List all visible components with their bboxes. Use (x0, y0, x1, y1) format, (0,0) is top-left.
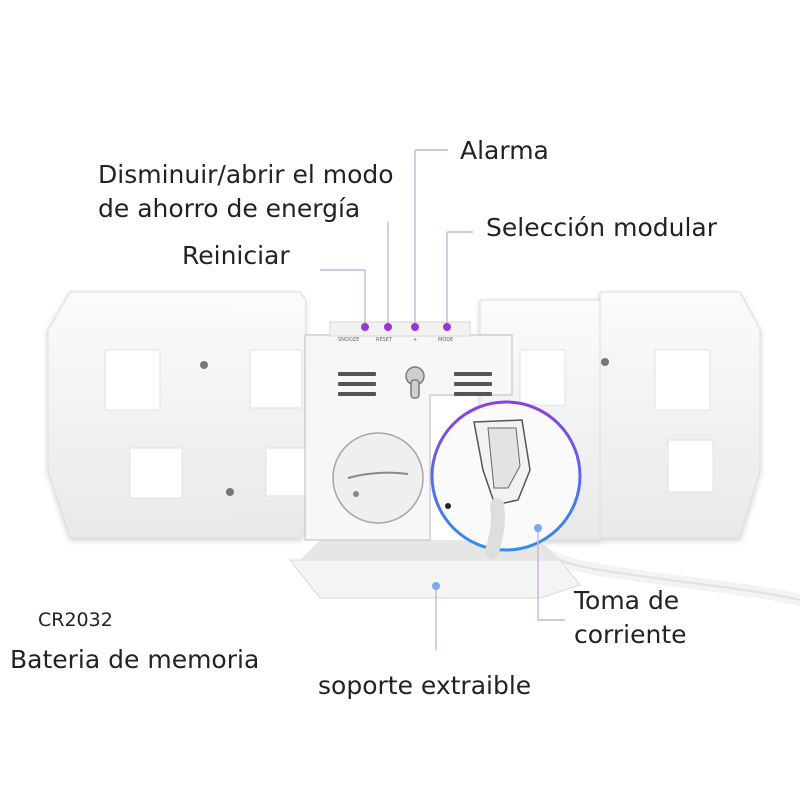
label-alarm: Alarma (460, 136, 549, 165)
energy-button-dot (384, 323, 392, 331)
keyhole-icon (405, 366, 425, 399)
button-strip-text: SNOOZE RESET + MODE (338, 337, 453, 343)
stand-base (288, 559, 581, 599)
stand-dot (432, 582, 440, 590)
label-reset: Reiniciar (182, 241, 290, 270)
reset-button-dot (361, 323, 369, 331)
label-power-socket: Toma de corriente (574, 586, 687, 649)
label-stand: soporte extraible (318, 671, 532, 700)
label-mode-select: Selección modular (486, 213, 718, 242)
screws (200, 358, 609, 496)
button-caption-reset: RESET (376, 337, 393, 343)
mode-button-dot (443, 323, 451, 331)
button-caption-plus: + (413, 337, 417, 343)
label-energy-mode: Disminuir/abrir el modo de ahorro de ene… (98, 160, 394, 223)
label-battery: Bateria de memoria (10, 645, 260, 674)
digit-windows (104, 349, 714, 499)
button-caption-mode: MODE (438, 337, 453, 343)
button-dots (361, 323, 451, 331)
alarm-button-dot (411, 323, 419, 331)
socket-dot (534, 524, 542, 532)
vent-slots (338, 372, 492, 396)
battery-cover (332, 432, 424, 524)
power-socket-zoom (430, 400, 582, 559)
callout-lines (320, 149, 565, 650)
label-battery-model: CR2032 (38, 609, 113, 631)
button-caption-snooze: SNOOZE (338, 337, 359, 343)
digit-block-4 (599, 291, 761, 539)
